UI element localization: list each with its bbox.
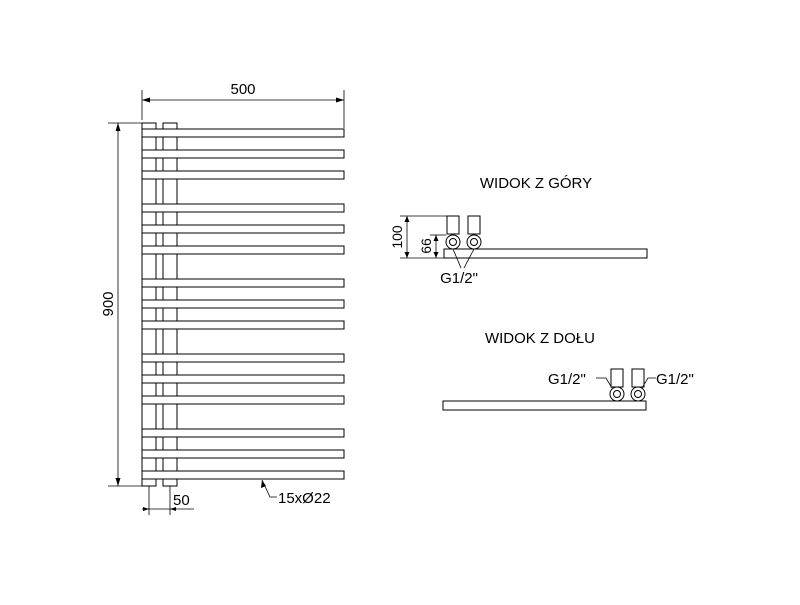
bottom-view-connector-left xyxy=(609,386,625,402)
heating-tube xyxy=(141,278,345,288)
heating-tube xyxy=(141,299,345,309)
top-view-connection-label: G1/2" xyxy=(440,270,478,287)
heating-tube xyxy=(141,320,345,330)
bottom-view-connector-right xyxy=(630,386,646,402)
top-view-valve-left xyxy=(446,215,460,235)
pipe-spacing-label: 50 xyxy=(173,492,190,509)
heating-tube xyxy=(141,149,345,159)
bottom-view: WIDOK Z DOŁU G1/2" G1/2" xyxy=(442,330,694,411)
top-view-connector-left xyxy=(445,234,461,250)
heating-tube xyxy=(141,374,345,384)
heating-tube xyxy=(141,428,345,438)
heating-tube xyxy=(141,128,345,138)
height-dimension: 900 xyxy=(100,122,142,487)
pipe-spacing-dimension: 50 xyxy=(142,486,194,515)
top-view-depth-connection: 66 xyxy=(418,238,434,254)
bottom-view-title: WIDOK Z DOŁU xyxy=(485,330,595,347)
heating-tube xyxy=(141,245,345,255)
top-view: WIDOK Z GÓRY 100 66 G1/2" xyxy=(389,175,648,287)
bottom-view-valve-right xyxy=(631,368,645,388)
heating-tube xyxy=(141,203,345,213)
heating-tubes xyxy=(141,128,345,480)
heating-tube xyxy=(141,170,345,180)
heating-tube xyxy=(141,353,345,363)
bottom-view-connection-left: G1/2" xyxy=(548,371,586,388)
heating-tube xyxy=(141,224,345,234)
top-view-title: WIDOK Z GÓRY xyxy=(480,175,592,192)
bottom-view-valve-left xyxy=(610,368,624,388)
heating-tube xyxy=(141,395,345,405)
tubes-leader: 15xØ22 xyxy=(261,479,331,507)
height-dimension-label: 900 xyxy=(100,291,117,316)
top-view-depth-total: 100 xyxy=(389,225,405,249)
top-view-panel xyxy=(443,248,648,259)
bottom-view-panel xyxy=(442,400,647,411)
width-dimension-label: 500 xyxy=(230,81,255,98)
heating-tube xyxy=(141,449,345,459)
front-view: 500 900 50 15xØ22 xyxy=(100,81,345,515)
tubes-count-label: 15xØ22 xyxy=(278,490,331,507)
bottom-view-connection-right: G1/2" xyxy=(656,371,694,388)
heating-tube xyxy=(141,470,345,480)
top-view-connector-right xyxy=(466,234,482,250)
width-dimension: 500 xyxy=(141,81,345,128)
top-view-valve-right xyxy=(467,215,481,235)
